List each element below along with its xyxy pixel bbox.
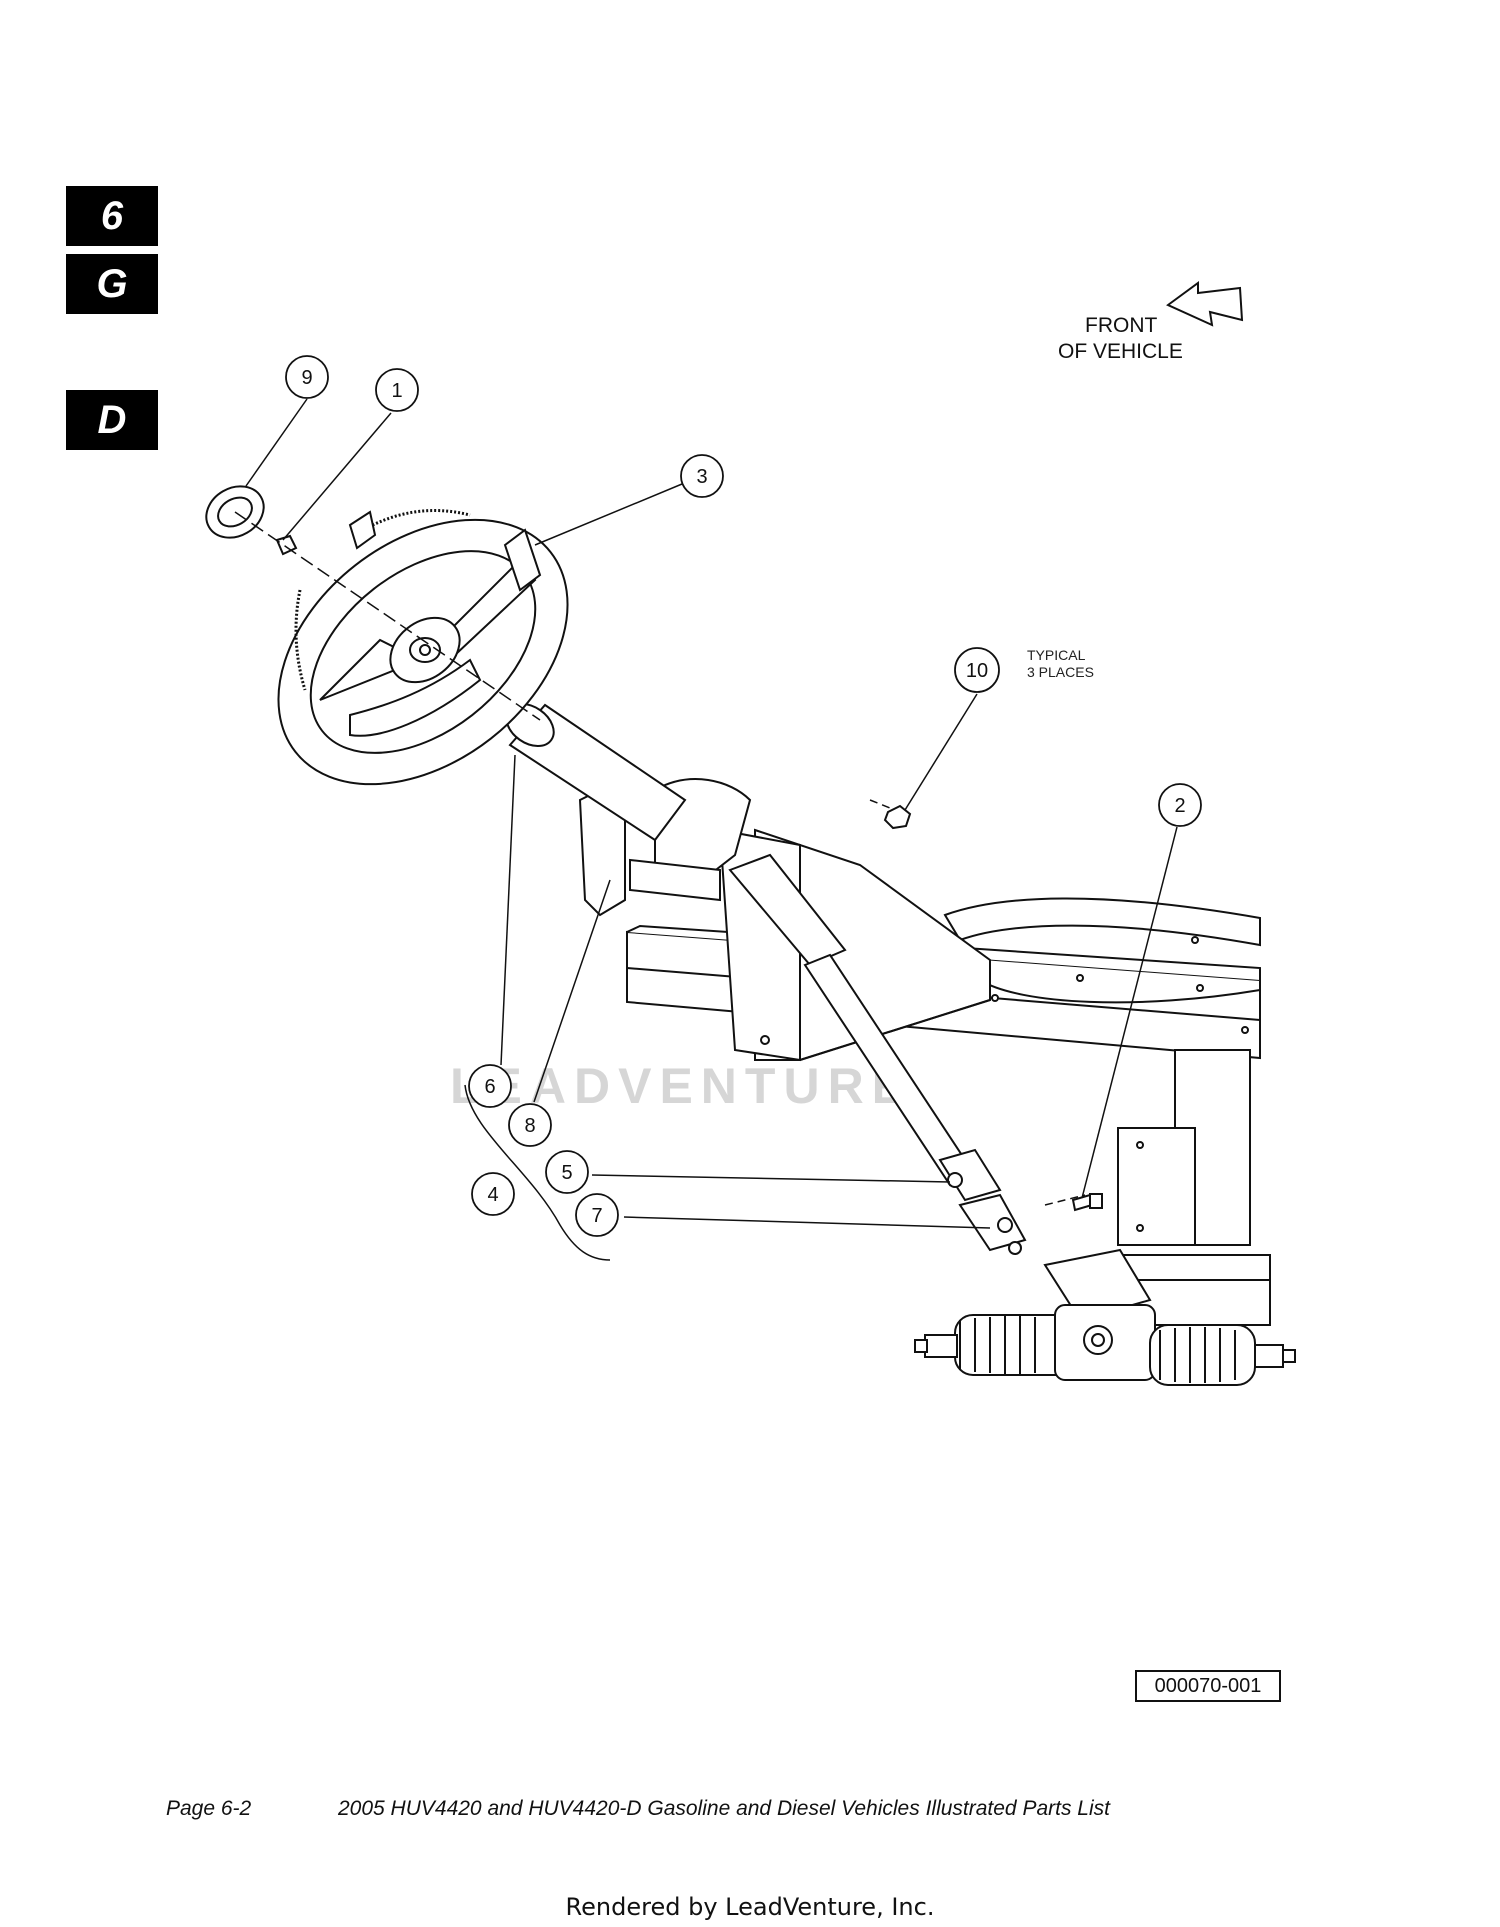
svg-text:3: 3 [696, 466, 707, 488]
svg-text:4: 4 [487, 1184, 498, 1206]
rendered-by-credit: Rendered by LeadVenture, Inc. [565, 1893, 935, 1921]
front-arrow-icon [1166, 281, 1244, 327]
steering-wheel [277, 509, 569, 786]
callout-1: 1 [375, 368, 419, 412]
section-tab-d: D [66, 390, 158, 450]
section-tab-g: G [66, 254, 158, 314]
callout-10: 10 [954, 647, 1000, 693]
section-tab-6: 6 [66, 186, 158, 246]
svg-text:5: 5 [561, 1162, 572, 1184]
callout-8: 8 [508, 1103, 552, 1147]
svg-text:6: 6 [484, 1076, 495, 1098]
rack-and-pinion [914, 1248, 1296, 1386]
front-label-line2: OF VEHICLE [1058, 340, 1183, 363]
bolt-axis-line [1044, 1194, 1086, 1206]
leader-lines [245, 398, 1178, 1261]
steering-column [505, 703, 1027, 1255]
hex-bolt [1071, 1193, 1103, 1212]
svg-text:1: 1 [391, 380, 402, 402]
figure-number: 000070-001 [1135, 1670, 1281, 1702]
note-line1: TYPICAL [1027, 647, 1086, 663]
footer-page-number: Page 6-2 [166, 1797, 252, 1820]
svg-text:2: 2 [1174, 795, 1185, 817]
front-label-line1: FRONT [1085, 314, 1157, 337]
callout-9: 9 [285, 355, 329, 399]
callout-6: 6 [468, 1064, 512, 1108]
watermark-text: LEADVENTURE [450, 1058, 913, 1114]
assembly-axis-line [234, 511, 541, 721]
svg-text:10: 10 [966, 660, 988, 682]
callout-2: 2 [1158, 783, 1202, 827]
callout-7: 7 [575, 1193, 619, 1237]
svg-text:8: 8 [524, 1115, 535, 1137]
note-line2: 3 PLACES [1027, 664, 1094, 680]
flange-nut [883, 804, 912, 830]
svg-text:7: 7 [591, 1205, 602, 1227]
callout-4: 4 [471, 1172, 515, 1216]
footer-document-title: 2005 HUV4420 and HUV4420-D Gasoline and … [338, 1797, 1110, 1820]
svg-text:9: 9 [301, 367, 312, 389]
callout-3: 3 [680, 454, 724, 498]
callout-5: 5 [545, 1150, 589, 1194]
